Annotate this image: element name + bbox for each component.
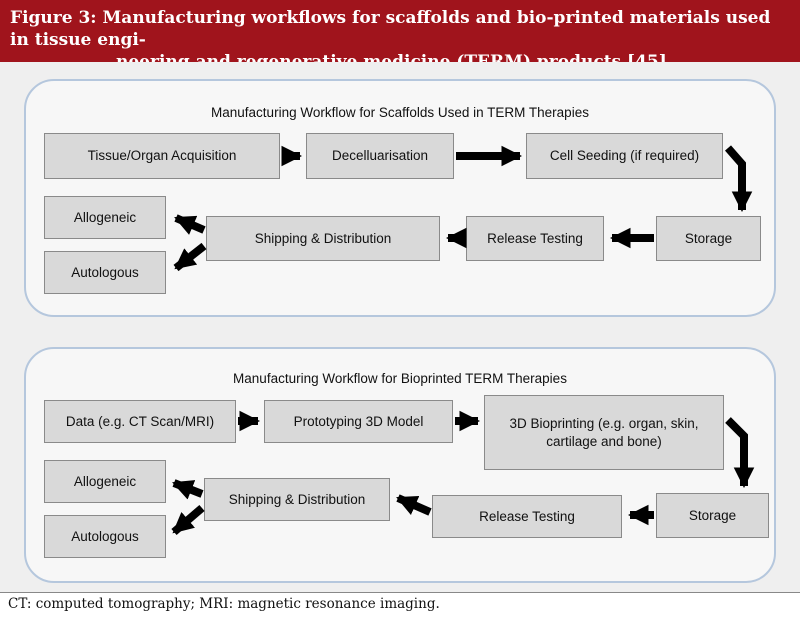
scaffold-outcome-autologous: Autologous: [44, 251, 166, 294]
scaffold-step-shipping: Shipping & Distribution: [206, 216, 440, 261]
bioprint-step-storage: Storage: [656, 493, 769, 538]
scaffold-workflow-title: Manufacturing Workflow for Scaffolds Use…: [211, 105, 589, 120]
figure-caption: CT: computed tomography; MRI: magnetic r…: [8, 596, 440, 612]
bioprint-step-shipping: Shipping & Distribution: [204, 478, 390, 521]
bioprint-outcome-allogeneic: Allogeneic: [44, 460, 166, 503]
bioprint-step-data: Data (e.g. CT Scan/MRI): [44, 400, 236, 443]
scaffold-step-cell-seeding: Cell Seeding (if required): [526, 133, 723, 179]
bioprint-step-bioprinting: 3D Bioprinting (e.g. organ, skin, cartil…: [484, 395, 724, 470]
bioprint-workflow-title: Manufacturing Workflow for Bioprinted TE…: [233, 371, 567, 386]
figure-title-line-1: Figure 3: Manufacturing workflows for sc…: [10, 8, 771, 50]
scaffold-step-storage: Storage: [656, 216, 761, 261]
bioprint-step-prototyping: Prototyping 3D Model: [264, 400, 453, 443]
scaffold-step-acquisition: Tissue/Organ Acquisition: [44, 133, 280, 179]
scaffold-step-decellularisation: Decelluarisation: [306, 133, 454, 179]
figure-title: Figure 3: Manufacturing workflows for sc…: [0, 0, 800, 72]
scaffold-outcome-allogeneic: Allogeneic: [44, 196, 166, 239]
scaffold-step-release-testing: Release Testing: [466, 216, 604, 261]
bioprint-outcome-autologous: Autologous: [44, 515, 166, 558]
bioprint-step-release-testing: Release Testing: [432, 495, 622, 538]
